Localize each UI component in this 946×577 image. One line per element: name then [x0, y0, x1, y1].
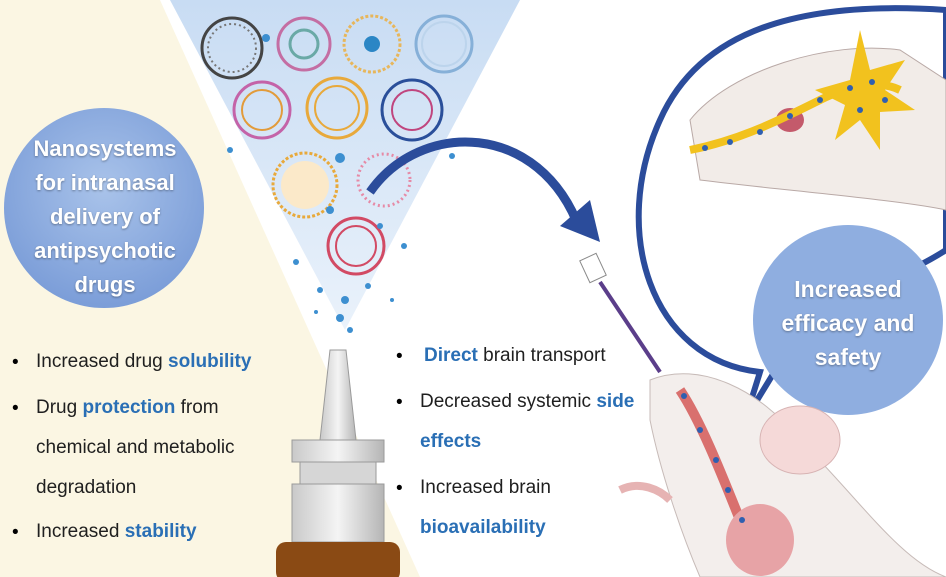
middle-item-bioavailability: Increased brain bioavailability: [420, 477, 551, 538]
title-circle-shape: [4, 108, 204, 308]
spray-droplets: [227, 34, 455, 333]
left-item-stability: Increased stability: [36, 521, 197, 542]
middle-item-direct-transport: Direct brain transport: [424, 345, 606, 366]
outcome-circle-shape: [753, 225, 943, 415]
outcome-circle-text: Increased efficacy and safety: [781, 276, 915, 370]
middle-item-side-effects: Decreased systemic side effects: [420, 391, 635, 452]
mouse: [618, 373, 946, 577]
left-item-solubility: Increased drug solubility: [36, 351, 252, 372]
left-item-protection: Drug protection from chemical and metabo…: [36, 397, 235, 498]
bullet: •: [396, 392, 403, 413]
nanoparticles: [200, 14, 474, 276]
bullet: •: [12, 352, 19, 373]
delivery-arrow: [366, 137, 600, 242]
nasal-spray-bottle: [276, 349, 400, 577]
bullet: •: [12, 522, 19, 543]
title-circle-text: Nanosystems for intranasal delivery of a…: [33, 136, 177, 297]
bullet: •: [12, 398, 19, 419]
pipette: [579, 252, 662, 374]
bullet: •: [396, 478, 403, 499]
bullet: •: [396, 346, 403, 367]
